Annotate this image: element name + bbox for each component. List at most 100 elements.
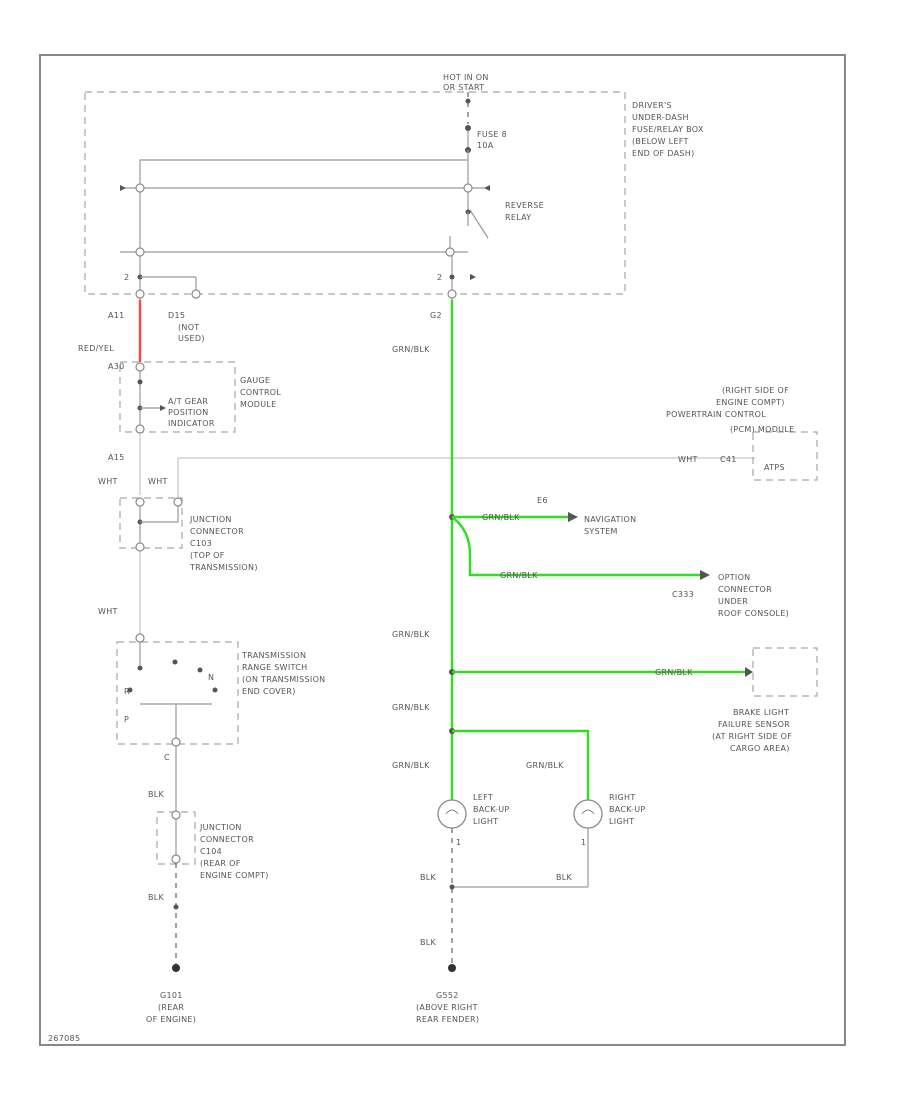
grn-blk-option-wire [451,516,705,577]
relay-coil-terminal [135,183,145,193]
label-wire-grn-blk-4: GRN/BLK [392,761,430,770]
pin-2-right-arrow [470,274,476,280]
label-fuse-amp: 10A [477,141,494,150]
label-trs-1: TRANSMISSION [241,651,306,660]
trs-contact-r [137,665,143,671]
label-jc2-2: CONNECTOR [200,835,254,844]
trs-contact-right [212,687,218,693]
label-wire-grn-blk-nav: GRN/BLK [482,513,520,522]
label-opt-4: ROOF CONSOLE) [718,609,789,618]
left-backup-filament [445,809,459,815]
label-or-start: OR START [443,83,484,92]
label-g101-1: G101 [160,991,183,1000]
right-backup-light-icon [573,799,603,829]
label-wire-wht-pcm: WHT [678,455,698,464]
trs-input-terminal [135,633,145,643]
label-g101-2: (REAR [158,1003,184,1012]
a30-terminal [135,362,145,372]
relay-contact-terminal [463,183,473,193]
relay-arrow-left [120,185,126,191]
c103-bottom-terminal [135,542,145,552]
label-jc1-3: C103 [190,539,212,548]
label-wire-grn-blk-opt: GRN/BLK [500,571,538,580]
label-wire-wht-3: WHT [98,607,118,616]
label-wire-blk-4: BLK [148,893,165,902]
trs-contact-left [127,687,133,693]
label-pcm-atps: ATPS [764,463,785,472]
label-gcm-1: GAUGE [240,376,270,385]
label-pin-trs-out: C [164,753,170,762]
gauge-control-module-box [119,361,236,433]
label-jc1-4: (TOP OF [190,551,225,560]
label-g552-2: (ABOVE RIGHT [416,1003,478,1012]
relay-coil-feed-wire [139,159,468,250]
label-wire-blk-1: BLK [148,790,165,799]
gear-indicator-arrow [160,405,166,411]
label-pin-lbu: 1 [456,838,461,847]
d15-terminal [191,289,201,299]
label-pcm-2: ENGINE COMPT) [716,398,785,407]
box-right-terminal [445,247,455,257]
label-trs-r: R [124,687,130,696]
label-jc1-2: CONNECTOR [190,527,244,536]
label-nav-2: SYSTEM [584,527,618,536]
label-right-bu-3: LIGHT [609,817,634,826]
label-wire-wht-2: WHT [148,477,168,486]
label-pin-d15: D15 [168,311,185,320]
wht-wire-to-pcm [177,457,755,498]
label-wire-blk-5: BLK [420,938,437,947]
label-box-4: (BELOW LEFT [632,137,689,146]
label-left-bu-1: LEFT [473,793,493,802]
label-opt-3: UNDER [718,597,748,606]
label-wire-grn-blk-5: GRN/BLK [526,761,564,770]
gcm-node-1 [137,379,143,385]
c103-splice-wire [140,506,179,523]
label-pin-rbu: 1 [581,838,586,847]
label-wire-red-yel: RED/YEL [78,344,114,353]
label-at-gear-3: INDICATOR [168,419,215,428]
label-pin-g2: G2 [430,311,442,320]
right-backup-filament [581,809,595,815]
grn-blk-right-backup-wire [452,729,590,800]
brake-light-failure-sensor-box [752,647,818,697]
label-pin-2-left: 2 [124,273,129,282]
g552-splice-node [449,884,455,890]
label-bls-1: BRAKE LIGHT [733,708,789,717]
label-right-bu-1: RIGHT [609,793,636,802]
label-jc1-1: JUNCTION [189,515,232,524]
label-trs-n: N [208,673,214,682]
label-wire-grn-blk-3: GRN/BLK [392,703,430,712]
trs-output-terminal [171,737,181,747]
label-pin-e6: E6 [537,496,548,505]
label-jc2-4: (REAR OF [200,859,241,868]
label-wire-blk-2: BLK [420,873,437,882]
label-trs-3: (ON TRANSMISSION [242,675,325,684]
g101-splice-node [173,904,179,910]
label-jc1-5: TRANSMISSION) [189,563,258,572]
label-pcm-1: (RIGHT SIDE OF [722,386,789,395]
label-trs-p: P [124,715,129,724]
label-bls-3: (AT RIGHT SIDE OF [712,732,792,741]
bls-connector-arrow [745,667,753,677]
label-not-used-1: (NOT [178,323,200,332]
label-bls-2: FAILURE SENSOR [718,720,790,729]
label-nav-1: NAVIGATION [584,515,636,524]
label-gcm-2: CONTROL [240,388,281,397]
c104-bottom-terminal [171,854,181,864]
transmission-range-switch-box [116,641,239,745]
label-g101-3: OF ENGINE) [146,1015,196,1024]
junction-connector-c103 [119,497,183,549]
label-wire-blk-3: BLK [556,873,573,882]
label-left-bu-3: LIGHT [473,817,498,826]
fuse-terminal-top [465,125,471,131]
g2-terminal [447,289,457,299]
a11-terminal [135,289,145,299]
label-jc2-3: C104 [200,847,222,856]
label-box-3: FUSE/RELAY BOX [632,125,704,134]
label-at-gear-1: A/T GEAR [168,397,208,406]
label-g552-3: REAR FENDER) [416,1015,479,1024]
label-pin-2-right: 2 [437,273,442,282]
pcm-connector-box [752,431,818,481]
